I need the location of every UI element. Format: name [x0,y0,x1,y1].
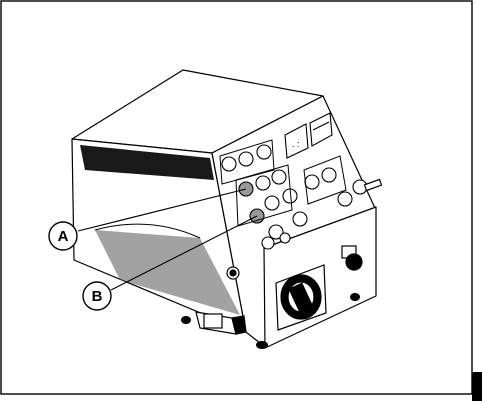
leader-lines [77,188,258,291]
knob-4 [255,175,271,191]
side-connector [226,266,240,280]
callout-a: A [48,221,78,251]
toggle-lever [363,178,383,192]
rotary-switch [275,264,327,331]
knob-14 [261,236,275,250]
feet [181,293,360,349]
knob-3 [256,144,272,160]
push-button [341,245,363,271]
knob-11 [321,167,337,183]
knob-1 [221,156,237,172]
callout-a-label: A [58,228,69,245]
knob-15 [279,232,291,244]
svg-text:. :: . : [292,139,300,149]
indicator-windows: . : [284,112,333,159]
callout-b: B [82,281,112,311]
knob-10 [304,174,320,190]
knob-12 [337,191,353,207]
knob-8 [268,224,284,240]
power-plug [195,311,247,335]
knob-2 [238,151,254,167]
shading [80,145,240,315]
knob-6 [264,195,280,211]
button-frames [219,139,347,227]
knob-9 [292,211,308,227]
callout-b-label: B [92,288,103,305]
knob-5 [271,169,287,185]
